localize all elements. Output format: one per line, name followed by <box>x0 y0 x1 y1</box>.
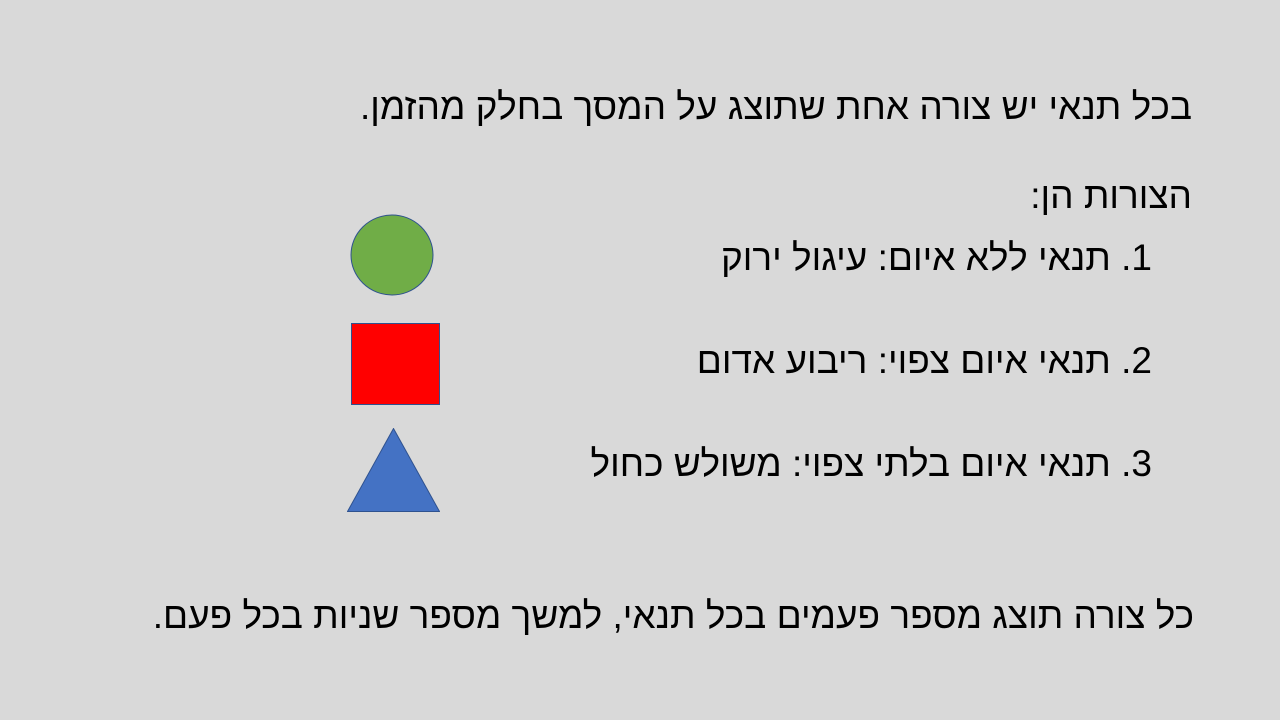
red-square-shape <box>351 323 440 405</box>
list-item-blue-triangle: 3. תנאי איום בלתי צפוי: משולש כחול <box>590 443 1152 484</box>
green-circle-shape <box>350 214 434 296</box>
footer-text: כל צורה תוצג מספר פעמים בכל תנאי, למשך מ… <box>152 595 1194 636</box>
intro-text: בכל תנאי יש צורה אחת שתוצג על המסך בחלק … <box>359 86 1192 127</box>
blue-triangle-shape <box>347 428 440 512</box>
list-item-green-circle: 1. תנאי ללא איום: עיגול ירוק <box>720 237 1152 278</box>
list-item-red-square: 2. תנאי איום צפוי: ריבוע אדום <box>696 340 1152 381</box>
shapes-heading: הצורות הן: <box>1030 175 1192 216</box>
